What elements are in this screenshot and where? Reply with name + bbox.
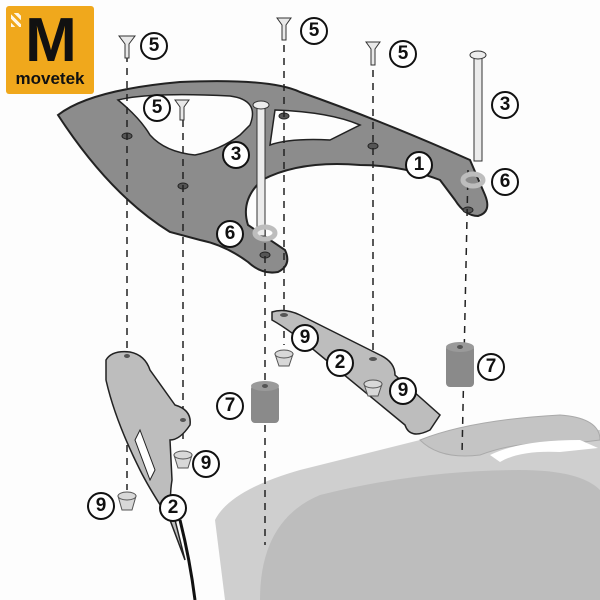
logo-brand-text: movetek (15, 69, 85, 88)
callout-part-5: 5 (389, 40, 417, 68)
washers (252, 171, 486, 242)
callout-part-2: 2 (326, 349, 354, 377)
checkered-flag-icon (11, 13, 21, 27)
movetek-logo: M movetek (6, 6, 94, 94)
callout-part-6: 6 (216, 220, 244, 248)
callout-part-5: 5 (300, 17, 328, 45)
callout-part-5: 5 (140, 32, 168, 60)
spacers (251, 342, 474, 423)
callout-part-1: 1 (405, 151, 433, 179)
callout-part-9: 9 (389, 377, 417, 405)
callout-part-3: 3 (222, 141, 250, 169)
callout-part-9: 9 (291, 324, 319, 352)
callout-part-5: 5 (143, 94, 171, 122)
callout-part-3: 3 (491, 91, 519, 119)
callout-part-2: 2 (159, 494, 187, 522)
logo-letter: M (25, 6, 77, 75)
flanged-nuts (117, 349, 383, 511)
callout-part-7: 7 (477, 353, 505, 381)
callout-part-9: 9 (192, 450, 220, 478)
callout-part-6: 6 (491, 168, 519, 196)
screws (118, 17, 381, 121)
motorcycle-body (178, 414, 600, 600)
callout-part-7: 7 (216, 392, 244, 420)
callout-part-9: 9 (87, 492, 115, 520)
